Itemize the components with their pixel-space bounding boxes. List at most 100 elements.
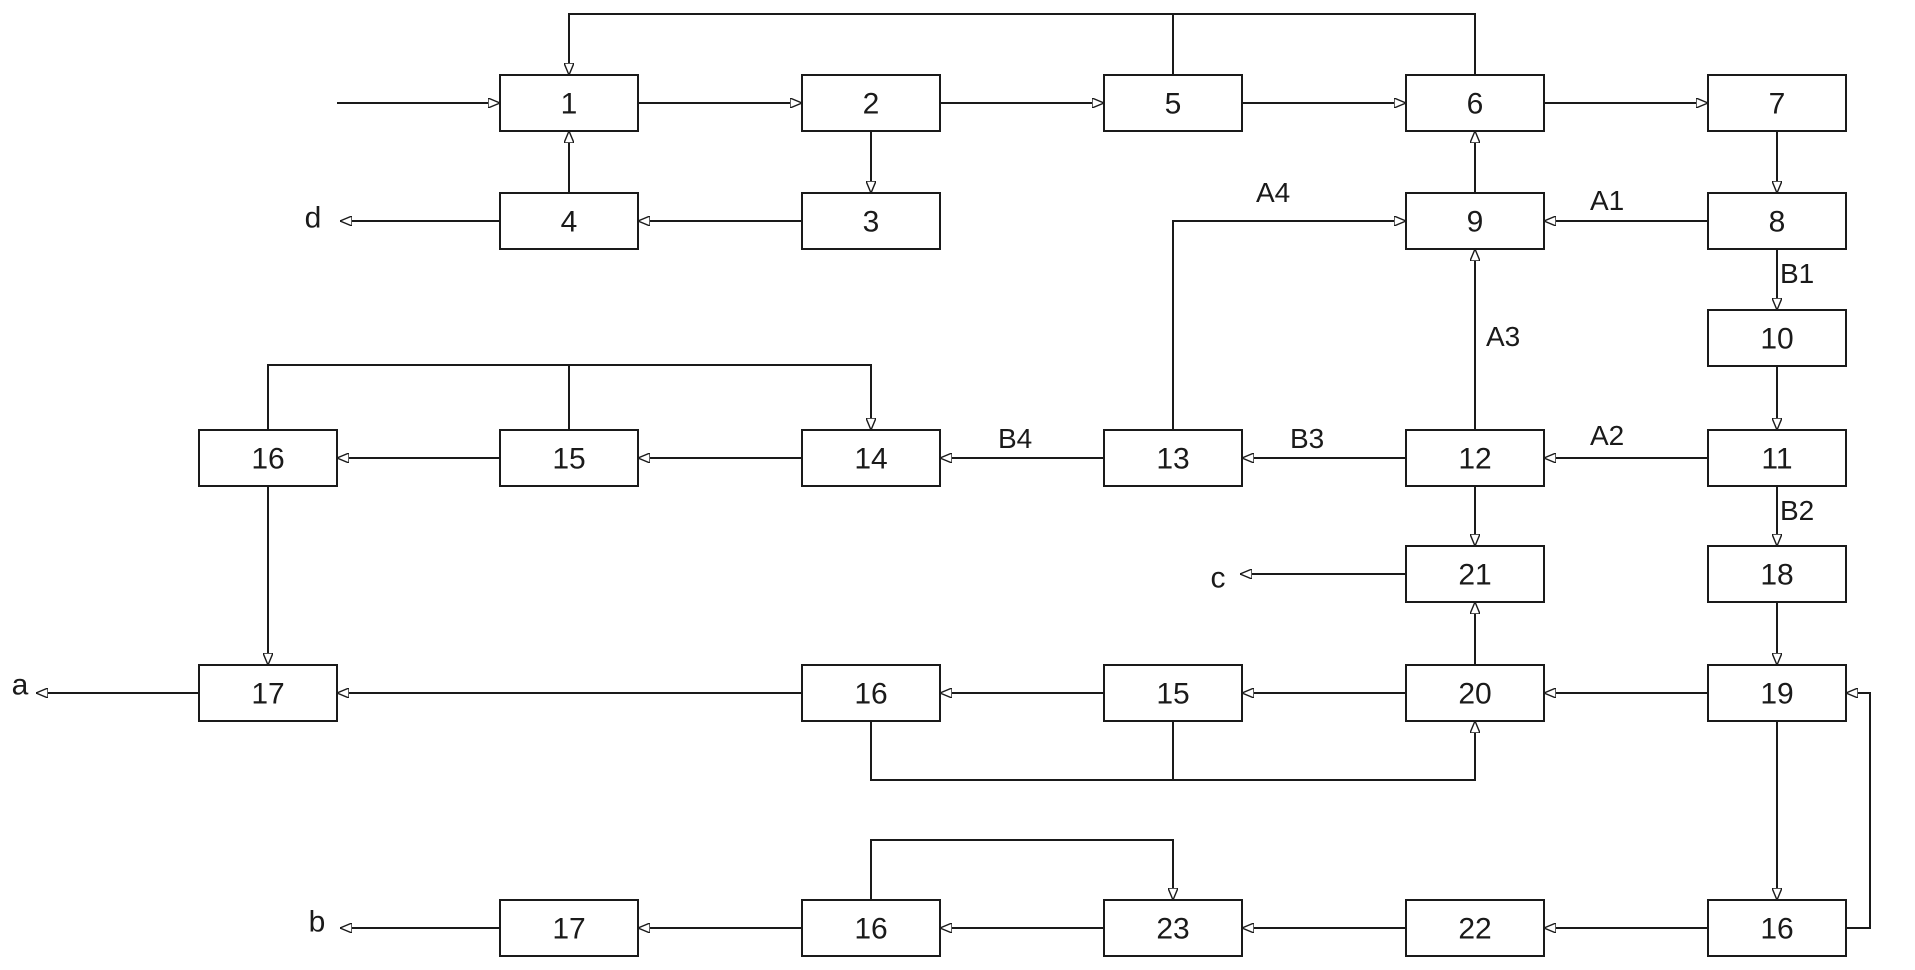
process-box-16a: 16 — [198, 429, 338, 487]
process-box-frame — [1707, 545, 1847, 603]
edge-label-b4: B4 — [998, 423, 1032, 454]
process-box-label: 6 — [1467, 88, 1484, 121]
process-box-label: 23 — [1156, 913, 1189, 946]
process-box-14: 14 — [801, 429, 941, 487]
process-box-frame — [801, 899, 941, 957]
process-box-frame — [198, 664, 338, 722]
process-box-frame — [1103, 429, 1243, 487]
process-box-16d: 16 — [1707, 899, 1847, 957]
recycle-16-to-19 — [1846, 693, 1871, 929]
process-box-frame — [499, 429, 639, 487]
process-box-frame — [801, 74, 941, 132]
process-box-frame — [1707, 192, 1847, 250]
process-box-label: 15 — [1156, 678, 1189, 711]
process-box-4: 4 — [499, 192, 639, 250]
process-box-7: 7 — [1707, 74, 1847, 132]
edge-labels: A1 A2 A3 A4 B1 B2 B3 B4 — [998, 177, 1814, 526]
process-box-6: 6 — [1405, 74, 1545, 132]
process-box-12: 12 — [1405, 429, 1545, 487]
process-box-label: 4 — [561, 206, 578, 239]
edge-label-b3: B3 — [1290, 423, 1324, 454]
process-box-frame — [1707, 74, 1847, 132]
process-box-label: 16 — [251, 443, 284, 476]
output-label-a: a — [12, 669, 29, 702]
process-box-frame — [499, 192, 639, 250]
process-box-label: 2 — [863, 88, 880, 121]
process-box-frame — [1405, 429, 1545, 487]
process-box-19: 19 — [1707, 664, 1847, 722]
process-box-label: 7 — [1769, 88, 1786, 121]
output-label-b: b — [309, 906, 326, 939]
process-box-frame — [1707, 899, 1847, 957]
edge-label-a3: A3 — [1486, 321, 1520, 352]
recycle-6-to-1 — [569, 13, 1476, 75]
process-box-label: 16 — [854, 913, 887, 946]
process-box-label: 16 — [1760, 913, 1793, 946]
process-box-9: 9 — [1405, 192, 1545, 250]
process-box-frame — [1707, 429, 1847, 487]
edge-label-a2: A2 — [1590, 420, 1624, 451]
process-box-frame — [1103, 74, 1243, 132]
process-box-frame — [801, 192, 941, 250]
output-label-c: c — [1211, 562, 1226, 595]
process-box-label: 20 — [1458, 678, 1491, 711]
process-box-label: 17 — [552, 913, 585, 946]
process-box-16c: 16 — [801, 899, 941, 957]
process-box-frame — [1103, 899, 1243, 957]
process-box-17b: 17 — [499, 899, 639, 957]
process-box-2: 2 — [801, 74, 941, 132]
process-box-label: 21 — [1458, 559, 1491, 592]
process-box-13: 13 — [1103, 429, 1243, 487]
process-box-label: 22 — [1458, 913, 1491, 946]
edge-label-b1: B1 — [1780, 258, 1814, 289]
process-box-frame — [1405, 664, 1545, 722]
process-box-1: 1 — [499, 74, 639, 132]
process-box-frame — [1405, 899, 1545, 957]
connector-lines — [36, 13, 1871, 929]
process-box-label: 5 — [1165, 88, 1182, 121]
process-box-frame — [499, 74, 639, 132]
process-box-label: 19 — [1760, 678, 1793, 711]
process-box-label: 9 — [1467, 206, 1484, 239]
process-box-label: 13 — [1156, 443, 1189, 476]
process-box-3: 3 — [801, 192, 941, 250]
process-box-18: 18 — [1707, 545, 1847, 603]
process-box-label: 3 — [863, 206, 880, 239]
process-box-frame — [1707, 309, 1847, 367]
process-box-15b: 15 — [1103, 664, 1243, 722]
process-box-frame — [1405, 545, 1545, 603]
output-terminals: a b c d — [12, 202, 1226, 939]
process-box-20: 20 — [1405, 664, 1545, 722]
process-box-22: 22 — [1405, 899, 1545, 957]
process-box-label: 17 — [251, 678, 284, 711]
process-box-label: 10 — [1760, 323, 1793, 356]
process-box-label: 14 — [854, 443, 887, 476]
process-box-label: 15 — [552, 443, 585, 476]
process-box-frame — [1405, 192, 1545, 250]
edge-label-a4: A4 — [1256, 177, 1290, 208]
process-box-frame — [499, 899, 639, 957]
process-box-11: 11 — [1707, 429, 1847, 487]
process-box-8: 8 — [1707, 192, 1847, 250]
process-box-label: 8 — [1769, 206, 1786, 239]
process-box-label: 12 — [1458, 443, 1491, 476]
process-box-17a: 17 — [198, 664, 338, 722]
recycle-16-to-23 — [870, 839, 1173, 900]
process-box-10: 10 — [1707, 309, 1847, 367]
process-box-frame — [1405, 74, 1545, 132]
process-box-5: 5 — [1103, 74, 1243, 132]
flow-13-to-9-a4 — [1172, 221, 1406, 430]
process-box-label: 18 — [1760, 559, 1793, 592]
process-box-label: 11 — [1761, 443, 1792, 476]
process-box-15a: 15 — [499, 429, 639, 487]
process-box-frame — [801, 664, 941, 722]
edge-label-a1: A1 — [1590, 185, 1624, 216]
process-box-21: 21 — [1405, 545, 1545, 603]
process-box-frame — [198, 429, 338, 487]
process-box-label: 1 — [561, 88, 578, 121]
edge-label-b2: B2 — [1780, 495, 1814, 526]
process-box-label: 16 — [854, 678, 887, 711]
process-box-frame — [1103, 664, 1243, 722]
